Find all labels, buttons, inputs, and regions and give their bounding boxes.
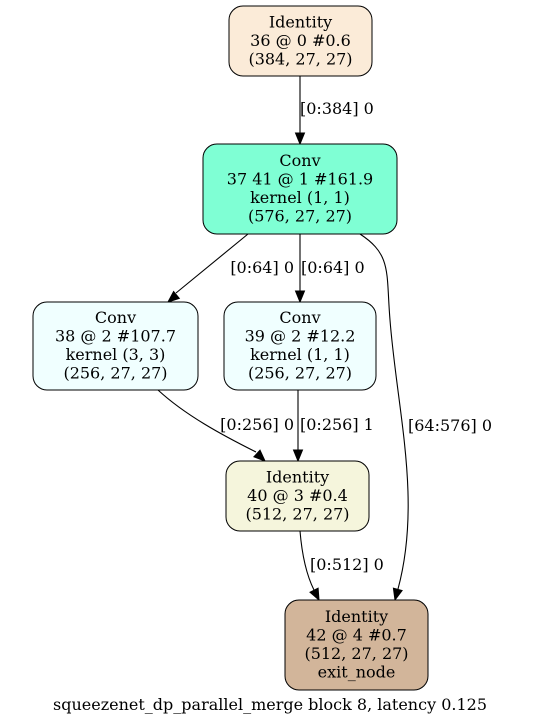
node-text-line: kernel (1, 1)	[250, 345, 350, 364]
edge-line	[157, 389, 257, 453]
edge-37-42: [64:576] 0	[359, 233, 492, 602]
node-text-line: Identity	[269, 12, 332, 31]
edge-label: [0:256] 0	[220, 415, 294, 434]
node-text-line: 40 @ 3 #0.4	[247, 486, 348, 505]
node-text-line: (256, 27, 27)	[248, 364, 352, 383]
arrowhead-icon	[294, 290, 306, 304]
node-text-line: 42 @ 4 #0.7	[306, 626, 407, 645]
edge-label: [0:512] 0	[310, 555, 384, 574]
edge-37-39: [0:64] 0	[294, 234, 365, 304]
node-text-line: Identity	[325, 607, 388, 626]
arrowhead-icon	[392, 587, 403, 602]
node-text-line: (512, 27, 27)	[304, 644, 408, 663]
edge-line	[299, 530, 315, 591]
arrowhead-icon	[166, 290, 181, 303]
node-text-line: kernel (3, 3)	[66, 345, 166, 364]
node-box	[228, 5, 373, 77]
edge-label: [0:64] 0	[230, 258, 294, 277]
arrowhead-icon	[309, 587, 320, 602]
edges-layer: [0:384] 0 [0:64] 0 [0:64] 0 [64:576] 0 [0:25…	[157, 76, 492, 602]
edge-label: [64:576] 0	[408, 416, 492, 435]
edge-label: [0:384] 0	[300, 99, 374, 118]
node-text-line: kernel (1, 1)	[250, 188, 350, 207]
node-text-line: 39 @ 2 #12.2	[245, 327, 356, 346]
node-box	[284, 599, 429, 691]
edge-line	[175, 233, 249, 294]
edge-37-38: [0:64] 0	[166, 233, 294, 303]
graph-caption: squeezenet_dp_parallel_merge block 8, la…	[53, 695, 487, 714]
arrowhead-icon	[294, 132, 306, 146]
edge-label: [0:64] 0	[301, 258, 365, 277]
node-text-line: (576, 27, 27)	[248, 207, 352, 226]
edge-40-42: [0:512] 0	[299, 530, 384, 602]
node-text-line: (256, 27, 27)	[63, 364, 167, 383]
node-text-line: Conv	[279, 151, 320, 170]
node-text-line: Identity	[266, 467, 329, 486]
node-text-line: Conv	[95, 308, 136, 327]
edge-39-40: [0:256] 1	[292, 390, 374, 463]
node-box	[202, 143, 398, 235]
node-text-line: 38 @ 2 #107.7	[55, 327, 176, 346]
node-box	[225, 460, 370, 532]
edge-36-37: [0:384] 0	[294, 76, 374, 146]
arrowhead-icon	[253, 449, 266, 462]
node-text-line: (384, 27, 27)	[248, 49, 352, 68]
edge-38-40: [0:256] 0	[157, 389, 294, 462]
node-text-line: 37 41 @ 1 #161.9	[227, 170, 373, 189]
node-box	[32, 301, 199, 391]
node-text-line: (512, 27, 27)	[245, 504, 349, 523]
edge-label: [0:256] 1	[300, 415, 374, 434]
node-box	[223, 301, 377, 391]
node-text-line: Conv	[279, 308, 320, 327]
node-text-line: 36 @ 0 #0.6	[250, 31, 351, 50]
edge-line	[359, 233, 409, 590]
node-text-line: exit_node	[318, 663, 396, 682]
arrowhead-icon	[292, 449, 304, 463]
